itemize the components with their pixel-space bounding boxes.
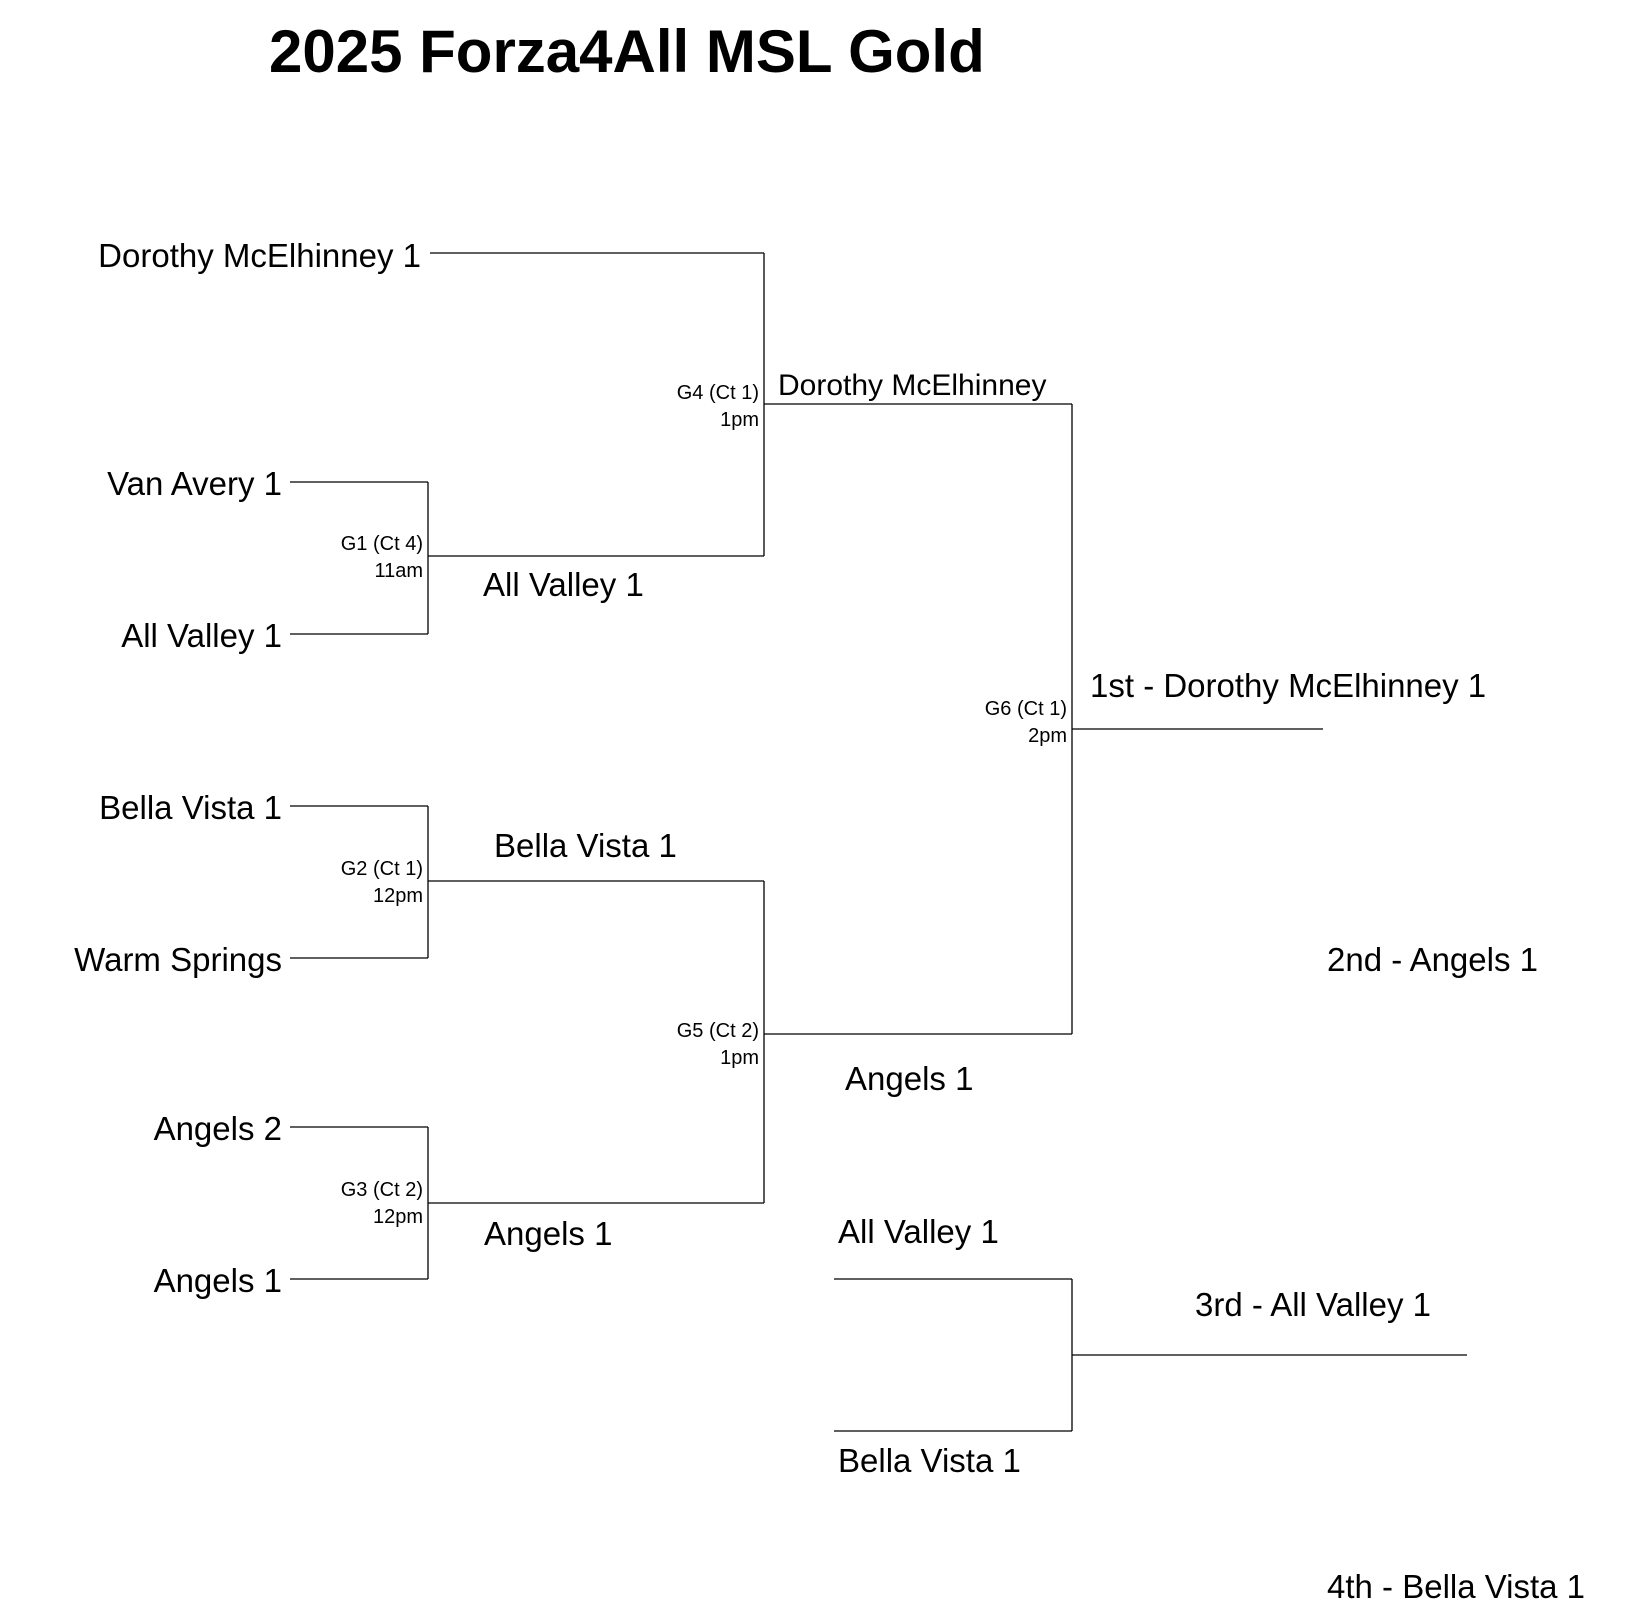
- g2-winner: Bella Vista 1: [494, 827, 677, 864]
- team-dorothy-mcelhinney-1: Dorothy McElhinney 1: [98, 237, 421, 274]
- g2-time: 12pm: [373, 885, 423, 907]
- third-place-team-a: All Valley 1: [838, 1213, 999, 1250]
- team-angels-1: Angels 1: [154, 1262, 282, 1299]
- result-third: 3rd - All Valley 1: [1195, 1286, 1431, 1323]
- g5-winner: Angels 1: [845, 1060, 973, 1097]
- third-place-team-b: Bella Vista 1: [838, 1442, 1021, 1479]
- team-angels-2: Angels 2: [154, 1110, 282, 1147]
- result-first: 1st - Dorothy McElhinney 1: [1090, 667, 1486, 704]
- g3-time: 12pm: [373, 1206, 423, 1228]
- result-fourth: 4th - Bella Vista 1: [1327, 1568, 1585, 1605]
- team-van-avery-1: Van Avery 1: [107, 465, 282, 502]
- g3-label: G3 (Ct 2): [341, 1179, 423, 1201]
- g6-label: G6 (Ct 1): [985, 698, 1067, 720]
- g1-label: G1 (Ct 4): [341, 533, 423, 555]
- team-warm-springs: Warm Springs: [74, 941, 282, 978]
- bracket-title: 2025 Forza4All MSL Gold: [269, 18, 985, 85]
- result-second: 2nd - Angels 1: [1327, 941, 1538, 978]
- g1-winner: All Valley 1: [483, 566, 644, 603]
- team-all-valley-1: All Valley 1: [121, 617, 282, 654]
- g4-label: G4 (Ct 1): [677, 382, 759, 404]
- g5-label: G5 (Ct 2): [677, 1020, 759, 1042]
- g3-winner: Angels 1: [484, 1215, 612, 1252]
- g6-time: 2pm: [1028, 725, 1067, 747]
- g1-time: 11am: [374, 560, 423, 582]
- g4-winner: Dorothy McElhinney: [778, 369, 1046, 402]
- g4-time: 1pm: [720, 409, 759, 431]
- g2-label: G2 (Ct 1): [341, 858, 423, 880]
- g5-time: 1pm: [720, 1047, 759, 1069]
- team-bella-vista-1: Bella Vista 1: [99, 789, 282, 826]
